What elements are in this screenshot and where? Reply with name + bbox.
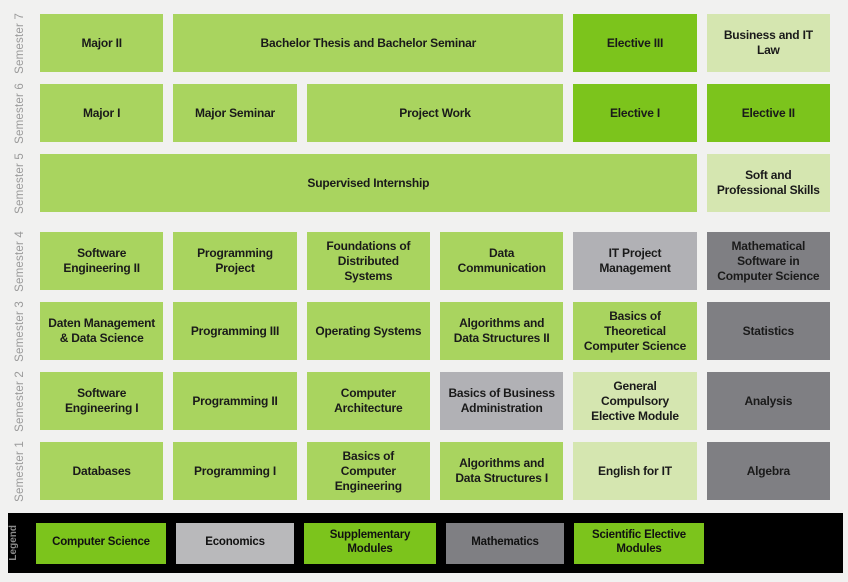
module-general-compulsory-elective-module: General Compulsory Elective Module: [573, 372, 697, 430]
module-major-ii: Major II: [40, 14, 164, 72]
module-analysis: Analysis: [706, 372, 830, 430]
semester-label-cell: Semester 4: [0, 230, 40, 292]
semester-label-cell: Semester 7: [0, 12, 40, 74]
module-databases: Databases: [40, 442, 164, 500]
module-mathematical-software-in-computer-science: Mathematical Software in Computer Scienc…: [706, 232, 830, 290]
semester-label: Semester 5: [14, 152, 26, 214]
legend-item-scientific-elective-modules: Scientific Elective Modules: [574, 522, 704, 564]
module-supervised-internship: Supervised Internship: [40, 154, 697, 212]
legend-item-mathematics: Mathematics: [446, 522, 564, 564]
module-elective-iii: Elective III: [573, 14, 697, 72]
module-basics-of-theoretical-computer-science: Basics of Theoretical Computer Science: [573, 302, 697, 360]
semester-label: Semester 6: [14, 82, 26, 144]
semester-label-cell: Semester 1: [0, 440, 40, 502]
semester-label: Semester 3: [14, 300, 26, 362]
semester-label: Semester 2: [14, 370, 26, 432]
semester-label: Semester 7: [14, 12, 26, 74]
module-daten-management-data-science: Daten Management & Data Science: [40, 302, 164, 360]
module-major-seminar: Major Seminar: [173, 84, 297, 142]
module-software-engineering-i: Software Engineering I: [40, 372, 164, 430]
module-algorithms-and-data-structures-i: Algorithms and Data Structures I: [440, 442, 564, 500]
legend-item-economics: Economics: [176, 522, 294, 564]
module-major-i: Major I: [40, 84, 164, 142]
module-elective-i: Elective I: [573, 84, 697, 142]
semester-label-cell: Semester 2: [0, 370, 40, 432]
module-basics-of-computer-engineering: Basics of Computer Engineering: [306, 442, 430, 500]
semester-row-semester-3: Semester 3 Daten Management & Data Scienc…: [0, 300, 830, 362]
module-statistics: Statistics: [706, 302, 830, 360]
module-project-work: Project Work: [306, 84, 564, 142]
module-soft-and-professional-skills: Soft and Professional Skills: [706, 154, 830, 212]
module-operating-systems: Operating Systems: [306, 302, 430, 360]
module-programming-i: Programming I: [173, 442, 297, 500]
semester-label-cell: Semester 3: [0, 300, 40, 362]
semester-label-cell: Semester 6: [0, 82, 40, 144]
semester-label-cell: Semester 5: [0, 152, 40, 214]
legend-title: Legend: [8, 525, 19, 561]
module-computer-architecture: Computer Architecture: [306, 372, 430, 430]
module-programming-project: Programming Project: [173, 232, 297, 290]
semester-label: Semester 4: [14, 230, 26, 292]
module-algorithms-and-data-structures-ii: Algorithms and Data Structures II: [440, 302, 564, 360]
module-data-communication: Data Communication: [440, 232, 564, 290]
module-bachelor-thesis-and-bachelor-seminar: Bachelor Thesis and Bachelor Seminar: [173, 14, 564, 72]
module-english-for-it: English for IT: [573, 442, 697, 500]
module-elective-ii: Elective II: [706, 84, 830, 142]
legend-item-computer-science: Computer Science: [36, 522, 166, 564]
semester-label: Semester 1: [14, 440, 26, 502]
module-business-and-it-law: Business and IT Law: [706, 14, 830, 72]
module-programming-iii: Programming III: [173, 302, 297, 360]
module-it-project-management: IT Project Management: [573, 232, 697, 290]
module-foundations-of-distributed-systems: Foundations of Distributed Systems: [306, 232, 430, 290]
legend-item-supplementary-modules: Supplementary Modules: [304, 522, 436, 564]
module-algebra: Algebra: [706, 442, 830, 500]
module-software-engineering-ii: Software Engineering II: [40, 232, 164, 290]
module-basics-of-business-administration: Basics of Business Administration: [440, 372, 564, 430]
module-programming-ii: Programming II: [173, 372, 297, 430]
